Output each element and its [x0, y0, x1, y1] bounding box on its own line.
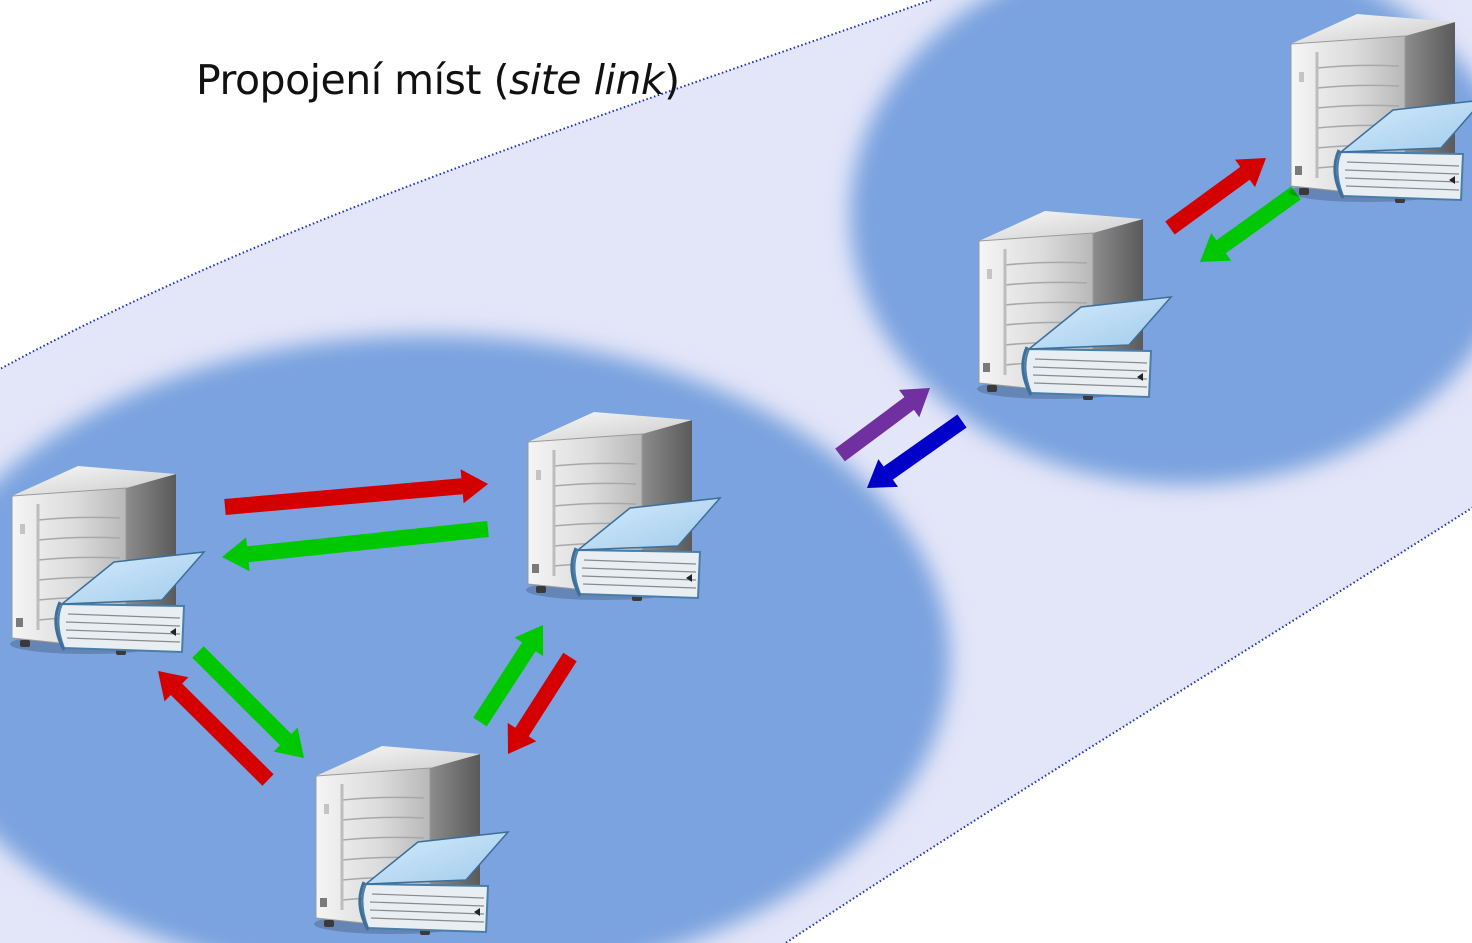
replication-arrow-site-a-to-site-b — [835, 388, 930, 462]
replication-arrow-a2-to-a3 — [507, 652, 577, 754]
replication-arrow-site-b-to-site-a — [867, 414, 967, 488]
replication-arrow-a3-to-a2 — [473, 625, 544, 727]
replication-arrow-a1-to-a3 — [192, 646, 304, 758]
server-a3-server-icon — [312, 744, 510, 937]
site-link-caption: Propojení míst (site link) — [196, 56, 680, 104]
replication-arrow-a1-to-a2 — [224, 469, 489, 515]
caption-suffix: ) — [664, 56, 680, 104]
server-a2-server-icon — [524, 410, 722, 603]
caption-prefix: Propojení míst ( — [196, 56, 509, 104]
caption-emphasis: site link — [508, 56, 665, 104]
server-b2-server-icon — [1287, 12, 1472, 205]
site-a-area — [0, 335, 950, 943]
server-b1-server-icon — [975, 209, 1173, 402]
replication-arrow-b1-to-b2 — [1165, 158, 1266, 235]
replication-arrow-a3-to-a1 — [158, 671, 274, 786]
replication-arrow-a2-to-a1 — [222, 521, 489, 572]
replication-arrow-b2-to-b1 — [1200, 186, 1301, 262]
server-a1-server-icon — [8, 464, 206, 657]
